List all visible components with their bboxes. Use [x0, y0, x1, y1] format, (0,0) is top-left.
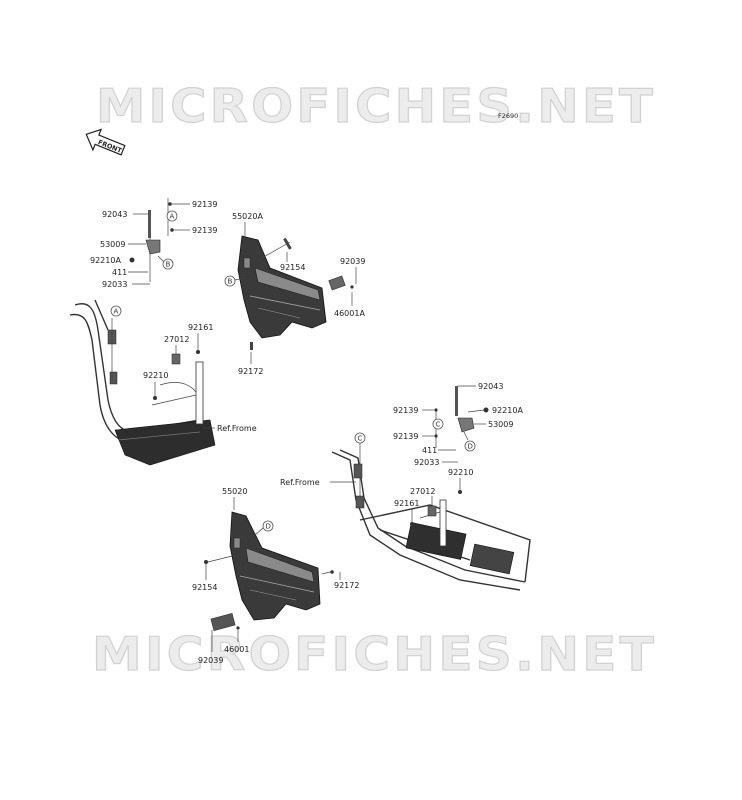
left-bracket-assembly: 92043 92139 A 92139 53009 92210A B 411 9… [90, 198, 217, 289]
nut-92210a-icon [129, 257, 135, 263]
part-92043-right: 92043 [478, 382, 503, 391]
latch-46001-icon [210, 613, 236, 631]
bracket-53009-icon [145, 239, 161, 255]
part-27012: 27012 [164, 335, 189, 344]
part-92154-left: 92154 [280, 263, 305, 272]
bracket-53009-right-icon [457, 417, 475, 433]
part-92139-right-a: 92139 [393, 406, 418, 415]
callout-a-top [166, 210, 178, 222]
watermark-top: MICROFICHES.NET [96, 79, 656, 133]
ref-frame-right: Ref.Frome [280, 478, 320, 487]
callout-d-door [262, 520, 274, 532]
part-92033-right: 92033 [414, 458, 439, 467]
part-92161: 92161 [188, 323, 213, 332]
callout-c-bracket [432, 418, 444, 430]
right-door: 55020 D 92154 92172 46001 92039 [192, 487, 359, 665]
part-411-right: 411 [422, 446, 437, 455]
part-27012-right: 27012 [410, 487, 435, 496]
part-53009-right: 53009 [488, 420, 513, 429]
part-92210-left: 92210 [143, 371, 168, 380]
bolt-92043-icon [148, 210, 151, 238]
part-92039-right: 92039 [198, 656, 223, 665]
callout-b-door-label: B [228, 278, 233, 286]
part-92039-left: 92039 [340, 257, 365, 266]
callout-d-bracket [464, 440, 476, 452]
part-92172-right: 92172 [334, 581, 359, 590]
part-92210-right: 92210 [448, 468, 473, 477]
part-92139-a: 92139 [192, 200, 217, 209]
callout-a-frame-label: A [114, 308, 119, 316]
bolt-92043-right-icon [455, 386, 458, 416]
part-92139-b: 92139 [192, 226, 217, 235]
part-53009: 53009 [100, 240, 125, 249]
right-frame: C Ref.Frome 92210 27012 92161 [280, 432, 531, 591]
callout-b-door [224, 275, 236, 287]
screw-92154-icon [283, 237, 292, 250]
part-92154-right: 92154 [192, 583, 217, 592]
latch-46001a-icon [328, 275, 346, 291]
part-55020a: 55020A [232, 212, 263, 221]
part-92210a: 92210A [90, 256, 121, 265]
part-92172-left: 92172 [238, 367, 263, 376]
part-92161-right: 92161 [394, 499, 419, 508]
callout-d-door-label: D [266, 523, 271, 531]
right-bracket-assembly: 92043 92210A 92139 C 53009 92139 D 411 9… [393, 382, 523, 467]
part-92210a-right: 92210A [492, 406, 523, 415]
callout-c-frame-label: C [358, 435, 363, 443]
callout-a-top-label: A [170, 213, 175, 221]
callout-a-frame [110, 305, 122, 317]
callout-b-top-label: B [166, 261, 171, 269]
ref-frame-left: Ref.Frome [217, 424, 257, 433]
diagram-code: F2690 [498, 112, 518, 120]
part-92043: 92043 [102, 210, 127, 219]
watermark-bottom: MICROFICHES.NET [92, 627, 657, 681]
part-92139-right-b: 92139 [393, 432, 418, 441]
part-55020: 55020 [222, 487, 247, 496]
part-46001: 46001 [224, 645, 249, 654]
part-411: 411 [112, 268, 127, 277]
callout-c-bracket-label: C [436, 421, 441, 429]
part-46001a: 46001A [334, 309, 365, 318]
callout-b-top [162, 258, 174, 270]
part-92033: 92033 [102, 280, 127, 289]
callout-d-bracket-label: D [468, 443, 473, 451]
left-door: 55020A B 92154 92039 46001A 92172 [224, 212, 365, 376]
left-frame: A 92161 27012 92210 Ref.Frome [69, 299, 257, 466]
